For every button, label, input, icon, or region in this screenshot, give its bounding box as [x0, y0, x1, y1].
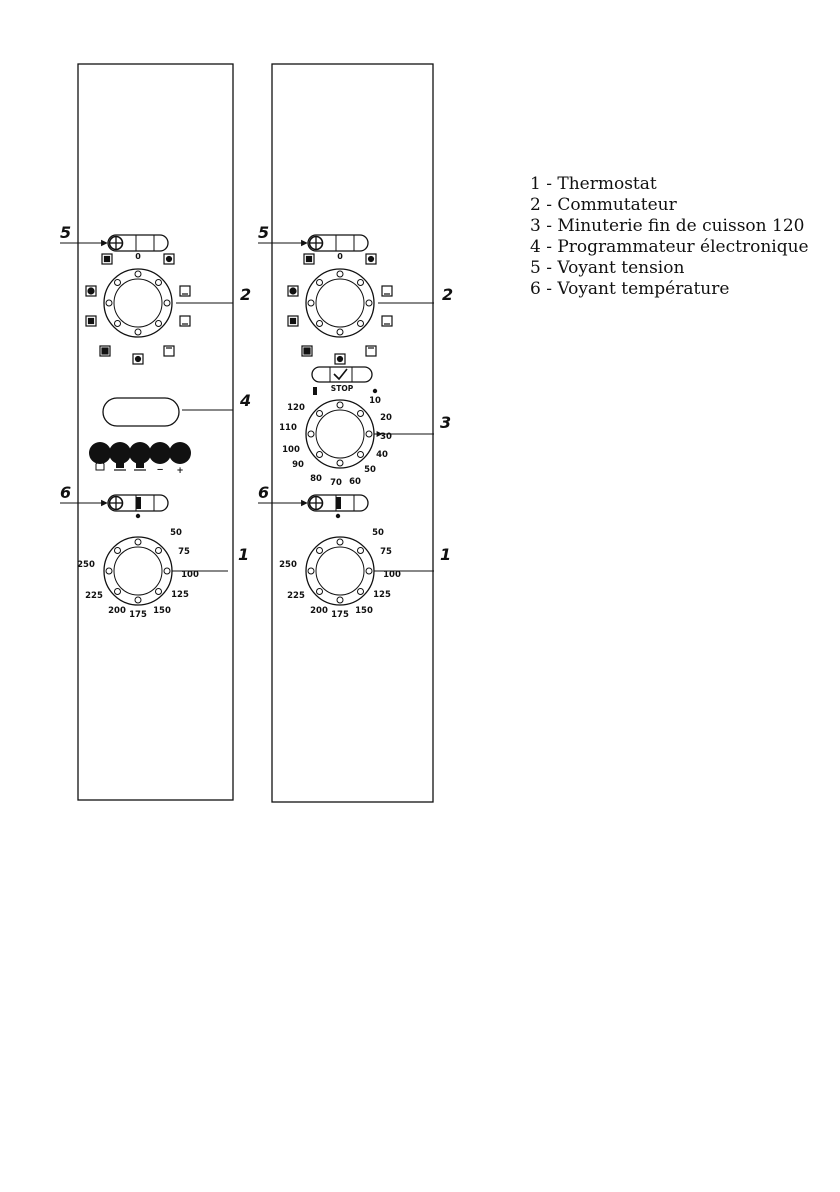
legend-item-3: 3 - Minuterie fin de cuisson 120: [530, 216, 804, 236]
hand-icon: [313, 387, 317, 395]
right-temperature-indicator: 6: [258, 483, 368, 518]
timer-label-50: 50: [364, 465, 376, 475]
left-power-indicator: 5: [60, 223, 168, 251]
right-power-indicator: 5: [258, 223, 368, 251]
plus-icon: +: [176, 466, 183, 476]
left-control-panel: 5 0 2 4: [60, 64, 251, 800]
programmer-button-1[interactable]: [89, 442, 111, 464]
thermostat-label-225: 225: [287, 591, 305, 601]
thermostat-label-200: 200: [108, 606, 126, 616]
thermostat-label-125: 125: [373, 590, 391, 600]
thermostat-label-175: 175: [129, 610, 147, 620]
legend-item-6: 6 - Voyant température: [530, 279, 729, 299]
timer-label-100: 100: [282, 445, 300, 455]
right-function-selector: 0 2: [288, 252, 453, 364]
programmer-button-5[interactable]: [169, 442, 191, 464]
thermostat-label-125: 125: [171, 590, 189, 600]
end-cook-icon: [134, 462, 146, 470]
right-callout-3: 3: [440, 413, 451, 432]
left-function-selector: 0 2: [86, 252, 251, 364]
thermometer-icon: [336, 497, 341, 509]
right-callout-2: 2: [442, 285, 453, 304]
timer-label-80: 80: [310, 474, 322, 484]
left-callout-5: 5: [60, 223, 71, 242]
thermometer-icon: [136, 497, 141, 509]
legend-item-1: 1 - Thermostat: [530, 174, 657, 194]
left-callout-1: 1: [238, 545, 249, 564]
right-callout-6: 6: [258, 483, 269, 502]
left-electronic-programmer: 4 − +: [89, 391, 251, 476]
right-callout-5: 5: [258, 223, 269, 242]
timer-label-60: 60: [349, 477, 361, 487]
thermostat-label-150: 150: [355, 606, 373, 616]
left-callout-2: 2: [240, 285, 251, 304]
timer-label-30: 30: [380, 432, 392, 442]
thermostat-label-50: 50: [372, 528, 384, 538]
thermostat-label-50: 50: [170, 528, 182, 538]
minus-icon: −: [156, 465, 163, 475]
legend-item-2: 2 - Commutateur: [530, 195, 678, 215]
timer-label-70: 70: [330, 478, 342, 488]
thermostat-label-250: 250: [77, 560, 95, 570]
right-callout-1: 1: [440, 545, 451, 564]
thermostat-label-100: 100: [383, 570, 401, 580]
thermostat-label-150: 150: [153, 606, 171, 616]
thermostat-label-75: 75: [178, 547, 190, 557]
thermostat-label-250: 250: [279, 560, 297, 570]
programmer-buttons: − +: [89, 442, 191, 476]
timer-label-90: 90: [292, 460, 304, 470]
timer-label-110: 110: [279, 423, 297, 433]
timer-label-10: 10: [369, 396, 381, 406]
legend: 1 - Thermostat 2 - Commutateur 3 - Minut…: [530, 174, 809, 299]
thermostat-label-200: 200: [310, 606, 328, 616]
timer-stop-label: STOP: [331, 384, 354, 393]
timer-label-120: 120: [287, 403, 305, 413]
programmer-button-4[interactable]: [149, 442, 171, 464]
programmer-button-3[interactable]: [129, 442, 151, 464]
thermostat-label-75: 75: [380, 547, 392, 557]
left-callout-4: 4: [239, 391, 251, 410]
right-selector-zero: 0: [337, 252, 343, 261]
thermostat-label-100: 100: [181, 570, 199, 580]
left-callout-6: 6: [60, 483, 71, 502]
programmer-display: [103, 398, 179, 426]
legend-item-5: 5 - Voyant tension: [530, 258, 684, 278]
left-temperature-indicator: 6: [60, 483, 168, 518]
thermostat-label-175: 175: [331, 610, 349, 620]
legend-item-4: 4 - Programmateur électronique: [530, 237, 809, 257]
left-selector-zero: 0: [135, 252, 141, 261]
programmer-button-2[interactable]: [109, 442, 131, 464]
timer-label-40: 40: [376, 450, 388, 460]
left-panel-outline: [78, 64, 233, 800]
check-icon: [334, 369, 347, 379]
thermostat-label-225: 225: [85, 591, 103, 601]
cook-duration-icon: [114, 463, 126, 470]
right-panel-outline: [272, 64, 433, 802]
timer-label-20: 20: [380, 413, 392, 423]
